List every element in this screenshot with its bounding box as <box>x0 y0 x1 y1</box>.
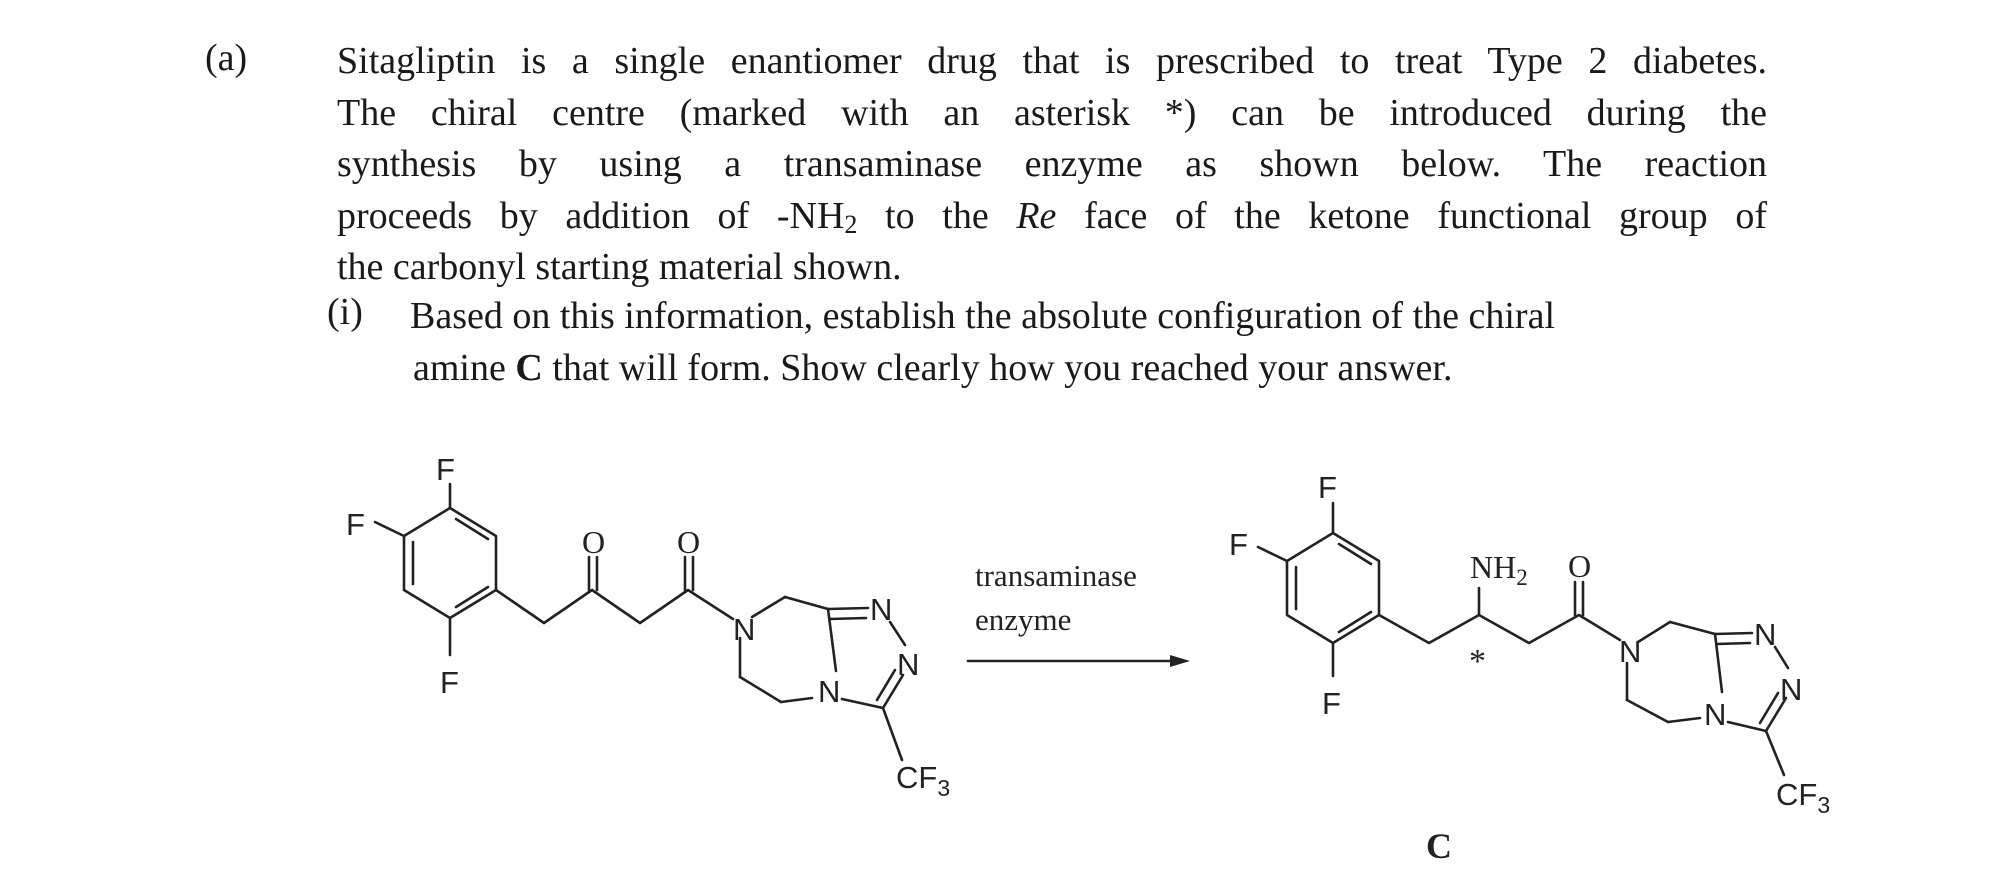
product-benzene-ring <box>1285 531 1381 645</box>
product-cf3-main: CF <box>1776 777 1817 812</box>
sm-cf3-sub: 3 <box>937 775 950 801</box>
product-cf3-sub: 3 <box>1817 792 1830 818</box>
sm-atom-n-amide: N <box>733 612 755 647</box>
product-atom-n-triazole-2: N <box>1780 672 1802 707</box>
sm-atom-o2: O <box>677 524 700 560</box>
line4-text-b: to the <box>857 194 1017 237</box>
product-nh2-sub: 2 <box>1516 565 1528 590</box>
sm-atom-f-top: F <box>436 452 455 487</box>
chiral-centre-asterisk: * <box>1469 643 1486 680</box>
question-paragraph: Sitagliptin is a single enantiomer drug … <box>337 36 1767 294</box>
product-structure <box>1256 501 1790 777</box>
sm-atom-f-bottom: F <box>440 665 459 700</box>
compound-c-label: C <box>1426 826 1452 866</box>
re-face-term: Re <box>1016 194 1057 237</box>
sm-atom-o1: O <box>582 524 605 560</box>
product-nh2-main: NH <box>1470 549 1516 585</box>
subpart-line-2: amine C that will form. Show clearly how… <box>410 342 1770 394</box>
product-atom-f-left: F <box>1229 527 1248 562</box>
line4-text-c: face of the ketone functional group of <box>1056 194 1767 237</box>
sm-atom-f-left: F <box>346 507 365 542</box>
reagent-line-1: transaminase <box>975 558 1137 593</box>
question-part-label: (a) <box>205 37 248 79</box>
product-nh2-label: NH2 <box>1470 549 1528 590</box>
subpart-line-1: Based on this information, establish the… <box>410 295 1556 337</box>
paragraph-line-4: proceeds by addition of -NH2 to the Re f… <box>337 191 1767 243</box>
paragraph-line-5: the carbonyl starting material shown. <box>337 246 902 288</box>
reagent-line-2: enzyme <box>975 602 1071 637</box>
product-atom-f-top: F <box>1318 470 1337 505</box>
sm-benzene-ring <box>402 506 498 620</box>
product-atom-n-amide: N <box>1619 634 1641 669</box>
product-atom-n-triazole-1: N <box>1754 617 1776 652</box>
sm-cf3-main: CF <box>896 760 937 795</box>
product-cf3-label: CF3 <box>1776 777 1830 818</box>
line4-subscript: 2 <box>844 209 858 239</box>
subpart-line2-b: that will form. Show clearly how you rea… <box>542 347 1453 389</box>
paragraph-line-1: Sitagliptin is a single enantiomer drug … <box>337 40 1767 82</box>
paragraph-line-2: The chiral centre (marked with an asteri… <box>337 91 1767 134</box>
starting-material-structure <box>373 482 907 762</box>
sm-atom-n-triazole-2: N <box>897 647 919 682</box>
sm-atom-n-ring: N <box>818 674 840 709</box>
product-atom-f-bottom: F <box>1322 686 1341 721</box>
sm-cf3-label: CF3 <box>896 760 950 801</box>
product-atom-n-ring: N <box>1704 697 1726 732</box>
product-atom-o: O <box>1568 548 1591 584</box>
subpart-question: Based on this information, establish the… <box>410 290 1770 394</box>
sm-atom-n-triazole-1: N <box>870 592 892 627</box>
subpart-line2-a: amine <box>413 347 516 389</box>
subpart-label: (i) <box>327 291 363 333</box>
line4-text-a: proceeds by addition of -NH <box>337 194 845 237</box>
amine-c-ref: C <box>515 347 543 389</box>
reaction-arrow-head <box>1170 655 1190 667</box>
paragraph-line-3: synthesis by using a transaminase enzyme… <box>337 143 1767 185</box>
